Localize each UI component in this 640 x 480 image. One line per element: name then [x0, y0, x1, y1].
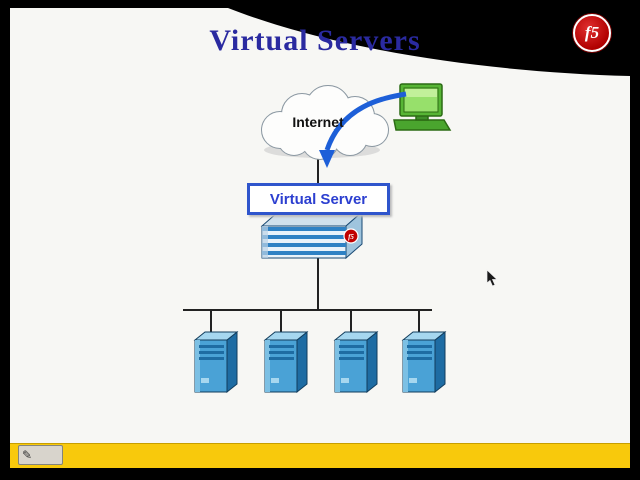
virtual-server-label: Virtual Server [269, 190, 368, 208]
slide-title: Virtual Servers [209, 24, 421, 57]
load-balancer-device: f5 [260, 210, 364, 260]
curved-arrow-icon [319, 91, 407, 168]
annotation-pen-button[interactable]: ✎ [18, 445, 63, 465]
virtual-server-box: Virtual Server [247, 183, 390, 215]
server-icon [194, 331, 238, 393]
client-computer-icon [393, 83, 452, 131]
server-icon [402, 331, 446, 393]
pen-icon: ✎ [22, 448, 33, 462]
server-icon [334, 331, 378, 393]
f5-logo-text: f5 [584, 23, 600, 42]
internet-cloud-icon [261, 85, 389, 160]
svg-text:f5: f5 [348, 233, 354, 241]
bottom-toolbar: ✎ [10, 443, 630, 468]
f5-logo: f5 [573, 14, 611, 52]
mouse-cursor-icon [486, 269, 498, 287]
f5-ball-icon: f5 [343, 228, 359, 244]
server-icon [264, 331, 308, 393]
network-diagram: f5 [183, 83, 498, 393]
presentation-slide: f5 [10, 8, 630, 468]
corner-swoosh-decoration [228, 8, 630, 76]
internet-label: Internet [292, 114, 344, 130]
network-bus-lines [183, 148, 432, 338]
